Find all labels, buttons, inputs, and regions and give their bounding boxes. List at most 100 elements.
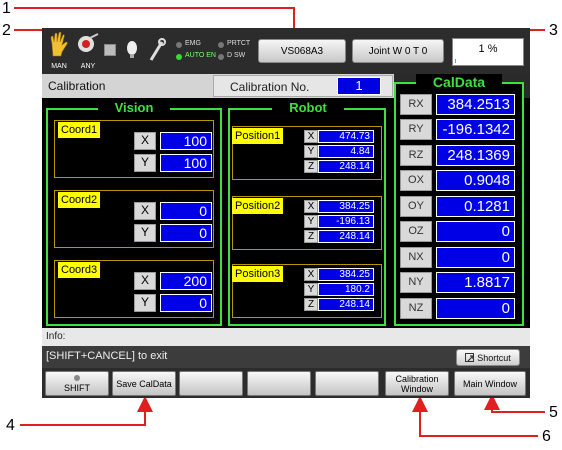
coord2-y-label: Y [134,224,156,242]
caldata-nx-label: NX [400,247,432,268]
prtct-led [218,42,224,48]
lamp-icon[interactable] [126,40,138,60]
info-label: Info: [46,331,66,342]
position2-label: Position2 [232,198,284,214]
vision-title: Vision [98,100,170,115]
main-window-button[interactable]: Main Window [454,371,526,396]
caldata-oz-value: 0 [436,221,515,242]
callout-number-1: 1 [2,0,11,17]
hand-man-mode-icon[interactable]: MAN [48,31,70,70]
shift-led-icon [74,374,80,381]
coord2-y-field[interactable]: 0 [160,224,212,242]
page-title: Calibration [48,79,106,93]
position3-x-field[interactable]: 384.25 [318,268,374,281]
position2-y-label: Y [304,215,318,228]
joint-mode-button[interactable]: Joint W 0 T 0 [352,39,444,63]
caldata-rx-label: RX [400,94,432,115]
position3-z-field[interactable]: 248.14 [318,298,374,311]
position2-z-label: Z [304,230,318,243]
coord2-box [54,190,214,248]
calibration-window-label-2: Window [400,383,433,394]
caldata-rx-value: 384.2513 [436,94,515,115]
info-bar: Info: [42,328,530,346]
position3-x-label: X [304,268,318,281]
position2-z-field[interactable]: 248.14 [318,230,374,243]
auto-en-label: AUTO EN [185,52,216,59]
coord3-y-field[interactable]: 0 [160,294,212,312]
calibration-window-label-1: Calibration [395,373,439,384]
coord2-label: Coord2 [58,192,101,208]
callout-number-4: 4 [6,417,15,434]
save-caldata-button[interactable]: Save CalData [112,371,176,396]
fkey-empty-5[interactable] [315,371,379,396]
coord2-x-field[interactable]: 0 [160,202,212,220]
position1-x-field[interactable]: 474.73 [318,130,374,143]
position1-y-label: Y [304,145,318,158]
shortcut-icon [465,353,475,362]
fkey-empty-4[interactable] [247,371,311,396]
emg-label: EMG [185,40,201,47]
position3-y-label: Y [304,283,318,296]
position3-z-label: Z [304,298,318,311]
speed-any-icon[interactable]: ANY [76,32,100,70]
man-mode-label: MAN [51,63,67,70]
caldata-nz-value: 0 [436,298,515,319]
shift-button[interactable]: SHIFT [45,371,109,396]
caldata-rows: RX 384.2513 RY -196.1342 RZ 248.1369 OX … [394,94,524,324]
stop-square-icon[interactable] [104,44,116,56]
exit-hint-message: [SHIFT+CANCEL] to exit [46,350,168,362]
any-mode-label: ANY [80,63,96,70]
caldata-oz-label: OZ [400,221,432,242]
message-bar: [SHIFT+CANCEL] to exit [42,346,530,368]
shortcut-button[interactable]: Shortcut [456,349,520,366]
teach-pendant-screen: MAN ANY EMG AUTO EN PRTCT D SW VS068A3 J… [42,28,530,398]
position1-box [232,126,382,180]
caldata-ry-value: -196.1342 [436,119,515,140]
coord3-box [54,260,214,318]
caldata-rz-value: 248.1369 [436,145,515,166]
position1-x-label: X [304,130,318,143]
progress-fill [455,59,456,63]
calibration-window-button[interactable]: Calibration Window [385,371,449,396]
robot-type-button[interactable]: VS068A3 [258,39,346,63]
callout-number-5: 5 [549,404,558,421]
coord1-x-field[interactable]: 100 [160,132,212,150]
position3-y-field[interactable]: 180.2 [318,283,374,296]
calibration-number-field[interactable]: 1 [337,77,381,95]
coord1-box [54,120,214,178]
calibration-number-label: Calibration No. [230,80,310,94]
caldata-ox-label: OX [400,170,432,191]
fkey-empty-3[interactable] [179,371,243,396]
coord3-x-field[interactable]: 200 [160,272,212,290]
position2-y-field[interactable]: -196.13 [318,215,374,228]
robot-title: Robot [272,100,344,115]
caldata-nx-value: 0 [436,247,515,268]
caldata-ny-label: NY [400,272,432,293]
tool-wrench-icon[interactable] [148,38,166,62]
caldata-ry-label: RY [400,119,432,140]
caldata-title: CalData [416,74,502,90]
position2-x-field[interactable]: 384.25 [318,200,374,213]
callout-number-2: 2 [2,22,11,39]
callout-number-6: 6 [542,428,551,445]
coord3-x-label: X [134,272,156,290]
caldata-rz-label: RZ [400,145,432,166]
callout-leader-4 [20,396,153,426]
function-key-bar: SHIFT Save CalData Calibration Window Ma… [42,368,530,398]
speed-progress: 1 % [452,38,524,66]
coord1-y-field[interactable]: 100 [160,154,212,172]
callout-leader-6 [412,396,538,437]
position3-label: Position3 [232,266,284,282]
progress-text: 1 % [478,43,498,55]
position1-y-field[interactable]: 4.84 [318,145,374,158]
save-caldata-label: Save CalData [116,378,172,389]
shift-label: SHIFT [64,382,90,393]
caldata-nz-label: NZ [400,298,432,319]
coord3-label: Coord3 [58,262,101,278]
coord1-x-label: X [134,132,156,150]
auto-en-led [176,54,182,60]
caldata-ny-value: 1.8817 [436,272,515,293]
position2-box [232,196,382,250]
position1-z-label: Z [304,160,318,173]
position1-z-field[interactable]: 248.14 [318,160,374,173]
